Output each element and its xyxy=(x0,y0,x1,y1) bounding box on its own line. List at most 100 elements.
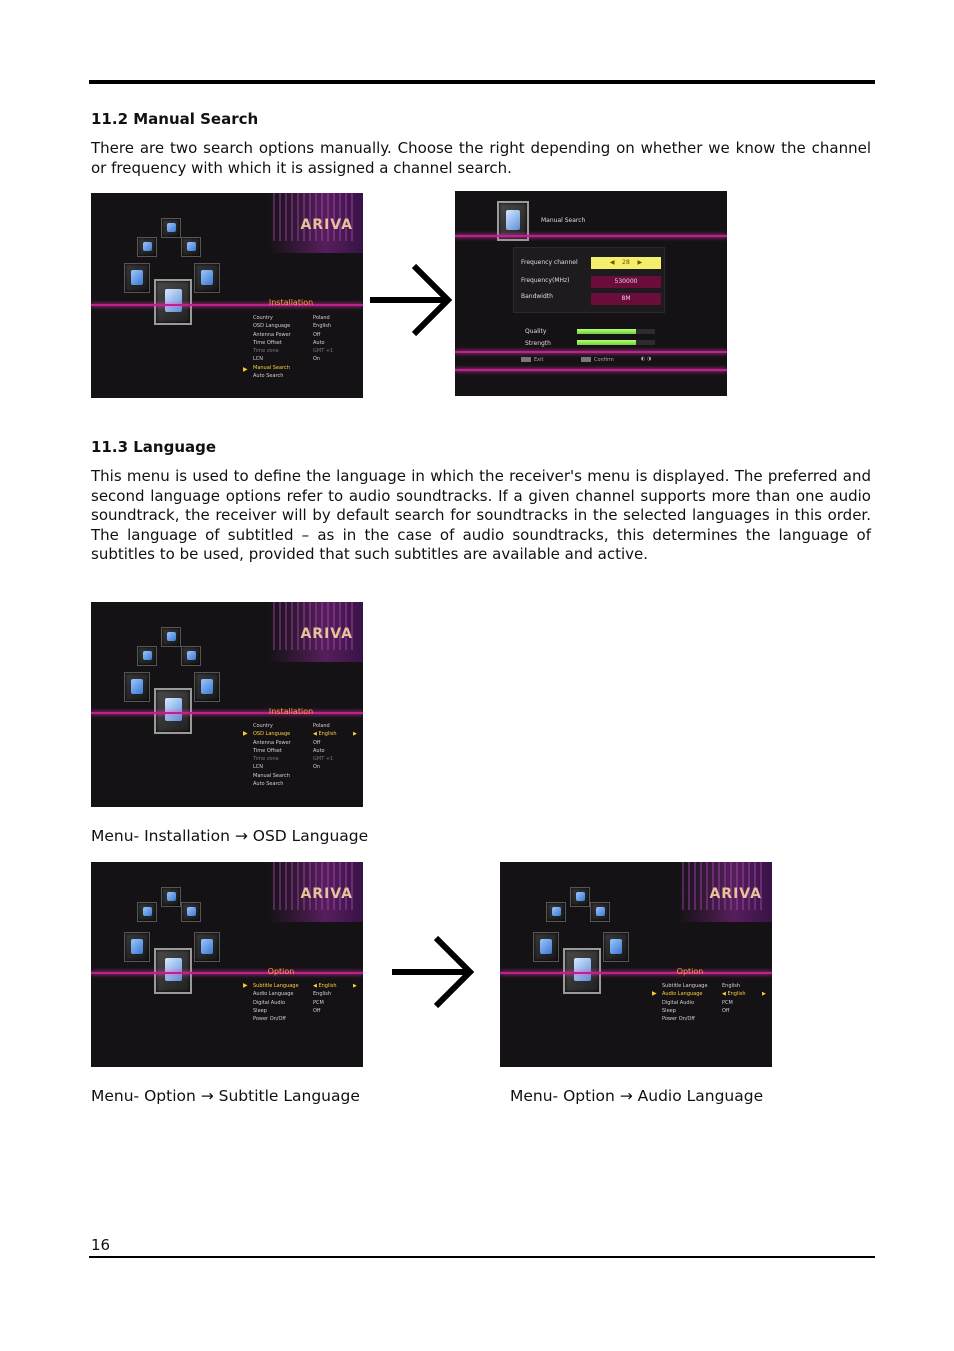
satellite-icon xyxy=(590,902,610,922)
ariva-logo: ARIVA xyxy=(300,886,353,902)
menu-row[interactable]: Auto Search xyxy=(253,373,284,380)
menu-title: Installation xyxy=(268,298,314,307)
tv-icon xyxy=(546,902,566,922)
language-paragraph: This menu is used to define the language… xyxy=(91,467,871,563)
decorative-glow xyxy=(268,602,363,662)
menu-row[interactable]: Power On/Off xyxy=(662,1016,695,1023)
menu-title: Installation xyxy=(268,707,314,716)
menu-title: Option xyxy=(676,967,704,976)
exit-hint[interactable]: Exit xyxy=(521,357,543,363)
section-heading-manual-search: 11.2 Manual Search xyxy=(91,110,259,128)
footer-rule xyxy=(89,1256,875,1258)
confirm-hint[interactable]: Confirm xyxy=(581,357,614,363)
menu-divider xyxy=(91,712,363,714)
frequency-label: Frequency(MHz) xyxy=(521,277,570,284)
manual-search-title: Manual Search xyxy=(541,217,586,224)
picture-icon xyxy=(194,672,220,702)
menu-cursor-icon: ▶ xyxy=(243,982,248,989)
decorative-bars xyxy=(682,862,762,910)
music-icon xyxy=(124,263,150,293)
page-number: 16 xyxy=(91,1236,111,1254)
menu-cursor-icon: ▶ xyxy=(243,730,248,737)
quality-label: Quality xyxy=(525,328,547,335)
bandwidth-label: Bandwidth xyxy=(521,293,553,300)
option-icon xyxy=(563,948,601,994)
satellite-icon xyxy=(137,646,157,666)
arrow-right-icon xyxy=(392,935,474,1009)
menu-cursor-icon: ▶ xyxy=(652,990,657,997)
bandwidth-field[interactable]: 8M xyxy=(591,293,661,305)
music-icon xyxy=(124,932,150,962)
menu-row-selected[interactable]: Audio Language◀ English▶ xyxy=(662,991,766,998)
menu-divider xyxy=(91,972,363,974)
menu-cursor-icon: ▶ xyxy=(243,366,248,373)
strength-label: Strength xyxy=(525,340,551,347)
menu-row[interactable]: Manual Search xyxy=(253,772,290,779)
installation-icon xyxy=(154,688,192,734)
manual-search-icon xyxy=(497,201,529,241)
decorative-glow xyxy=(268,193,363,253)
picture-icon xyxy=(603,932,629,962)
menu-row-selected[interactable]: Manual Search xyxy=(253,364,290,371)
quality-bar xyxy=(577,329,636,334)
menu-row[interactable]: Power On/Off xyxy=(253,1016,286,1023)
menu-divider xyxy=(500,972,772,974)
picture-icon xyxy=(194,263,220,293)
frequency-channel-field[interactable]: ◀ 28 ▶ xyxy=(591,257,661,269)
menu-row-selected[interactable]: OSD Language◀ English▶ xyxy=(253,731,357,738)
ariva-logo: ARIVA xyxy=(300,626,353,642)
caption-subtitle-language: Menu- Option → Subtitle Language xyxy=(91,1087,360,1105)
ok-key-icon xyxy=(581,357,591,362)
option-menu-list: Subtitle Language◀ English▶ Audio Langua… xyxy=(253,982,357,1023)
option-icon xyxy=(154,948,192,994)
tv-icon xyxy=(137,902,157,922)
tv-icon xyxy=(161,218,181,238)
frequency-channel-label: Frequency channel xyxy=(521,259,578,266)
menu-row-selected[interactable]: Subtitle Language◀ English▶ xyxy=(253,983,357,989)
decorative-glow xyxy=(268,862,363,922)
bottom-divider xyxy=(455,369,727,371)
installation-icon xyxy=(154,279,192,325)
caption-osd-language: Menu- Installation → OSD Language xyxy=(91,827,369,845)
picture-icon xyxy=(194,932,220,962)
satellite-icon xyxy=(181,902,201,922)
manual-search-paragraph: There are two search options manually. C… xyxy=(91,139,871,177)
section-heading-language: 11.3 Language xyxy=(91,438,217,456)
frequency-field[interactable]: 530000 xyxy=(591,276,661,288)
decorative-bars xyxy=(273,602,353,650)
arrow-right-icon xyxy=(370,263,452,337)
arrows-hint-icon: ◐ ◑ xyxy=(641,356,652,362)
globe-icon xyxy=(181,237,201,257)
header-divider xyxy=(455,235,727,237)
menu-title: Option xyxy=(267,967,295,976)
screenshot-option-subtitle-language: ARIVA Option ▶ Subtitle Language◀ Englis… xyxy=(91,862,363,1067)
music-icon xyxy=(533,932,559,962)
globe-icon xyxy=(181,646,201,666)
menu-row[interactable]: Auto Search xyxy=(253,781,284,788)
decorative-bars xyxy=(273,862,353,910)
strength-bar xyxy=(577,340,636,345)
ariva-logo: ARIVA xyxy=(709,886,762,902)
satellite-icon xyxy=(137,237,157,257)
caption-audio-language: Menu- Option → Audio Language xyxy=(510,1087,764,1105)
